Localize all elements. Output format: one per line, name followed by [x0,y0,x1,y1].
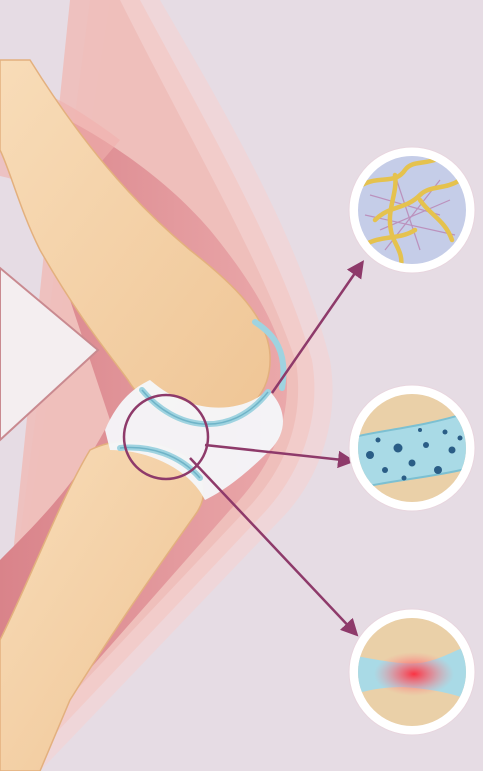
inflamed-cartilage-inset [349,609,475,735]
synovial-fluid-particles-inset [349,385,475,511]
collagen-fiber-network-inset [349,147,475,273]
